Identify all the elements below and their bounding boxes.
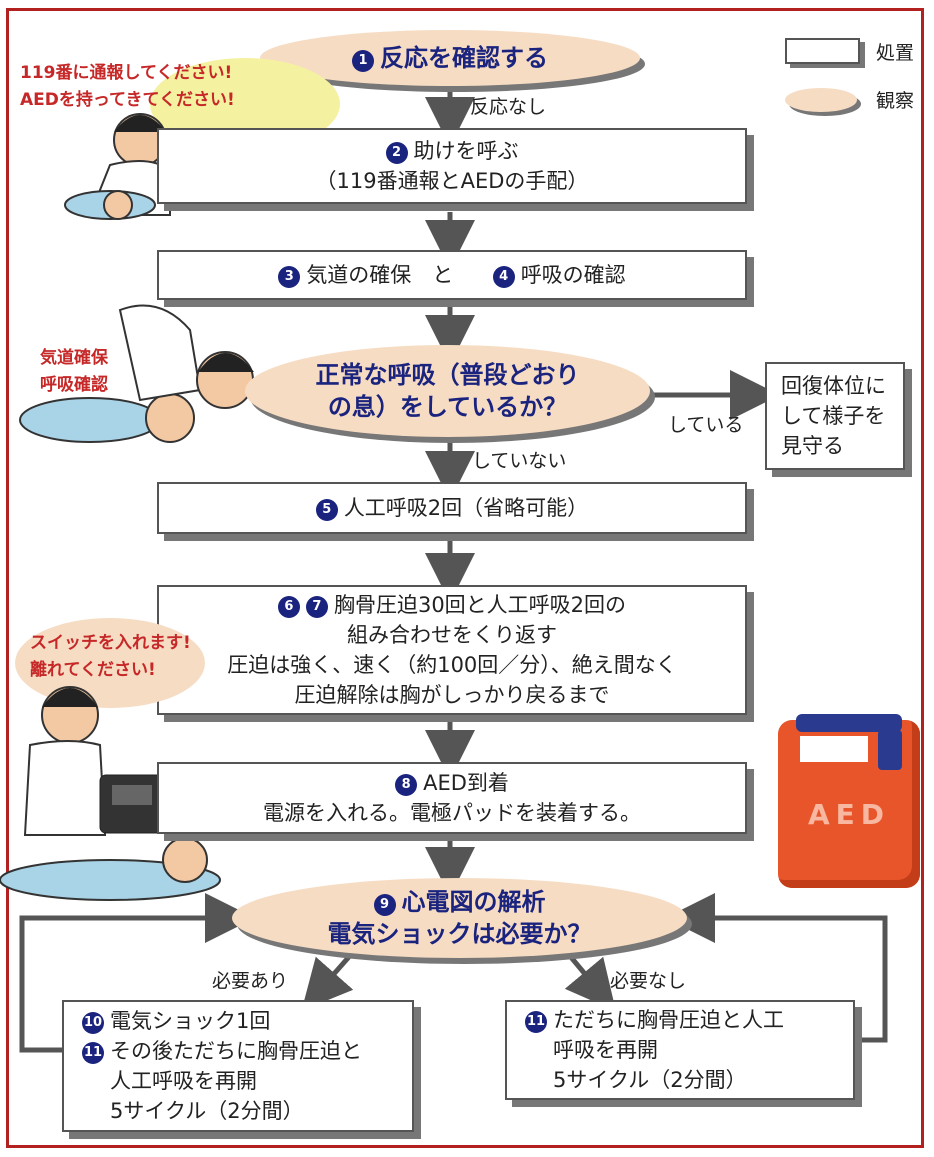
label-shock-needed: 必要あり [212,970,289,992]
legend-action-label: 処置 [876,42,915,64]
step-number-badge: 11 [82,1042,104,1064]
loop-left [19,893,255,1053]
label-shock-not-needed: 必要なし [610,970,687,992]
loop-right [665,893,888,1043]
step-number-badge: 7 [305,596,328,618]
step-number-badge: 1 [352,50,374,72]
step-number-badge: 6 [277,596,300,618]
label-no-response: 反応なし [470,96,547,118]
step-number-badge: 11 [525,1011,547,1033]
step-number-badge: 4 [492,266,515,288]
aed-device-image: AED [778,714,920,888]
callout-switch-text: スイッチを入れます! 離れてください! [30,633,191,680]
callout-airway-text: 気道確保 呼吸確認 [40,348,108,395]
step-number-badge: 8 [395,774,418,796]
legend-observe-label: 観察 [876,90,915,112]
step-number-badge: 9 [373,894,396,916]
arrow-9-10 [301,948,357,1011]
callout-call-text: 119番に通報してください! AEDを持ってきてください! [20,63,235,110]
aed-label: AED [807,798,891,831]
label-breathing-yes: している [668,414,744,436]
recovery-position-box: 回復体位に して様子を 見守る [765,362,905,470]
step-number-badge: 10 [82,1012,104,1034]
speech-bubble-switch [15,618,205,708]
step-number-badge: 2 [385,142,408,164]
step-number-badge: 3 [278,266,301,288]
arrow-9-11 [563,948,617,1012]
step-number-badge: 5 [315,499,338,521]
decision-normal-breathing: 正常な呼吸（普段どおり の息）をしているか？ [245,345,650,437]
label-breathing-no: していない [472,450,567,472]
legend-action-swatch [785,38,860,64]
legend-observe-swatch [785,88,857,112]
step-1-check-response: 1 反応を確認する [260,30,640,86]
step-1-text: 反応を確認する [380,44,548,72]
